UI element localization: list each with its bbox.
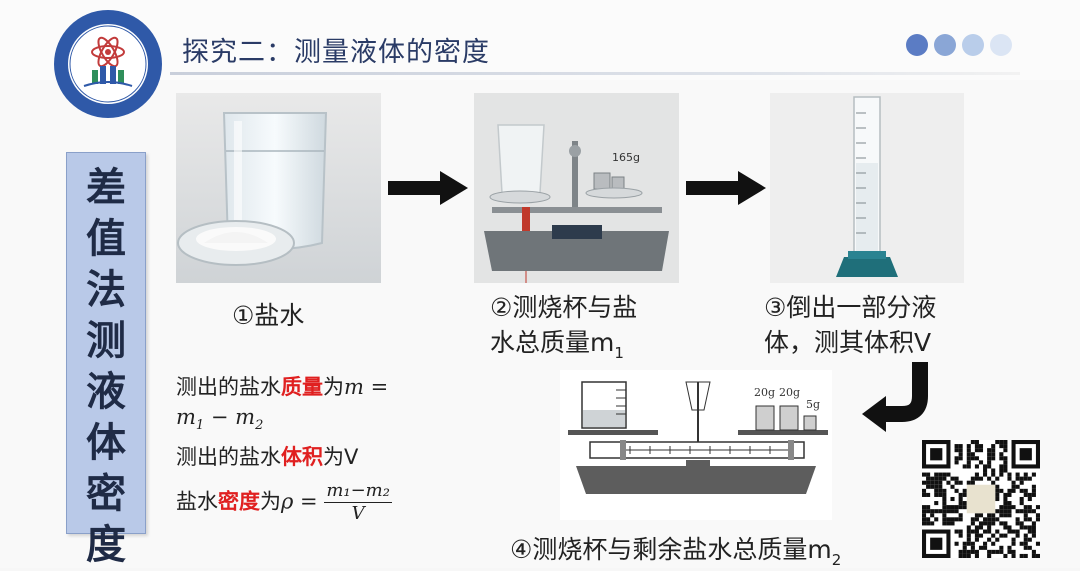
volume-formula: 测出的盐水体积为V [176, 442, 476, 472]
weight-165-label: 165g [612, 151, 640, 164]
mass-variable: m = [344, 375, 388, 399]
volume-text: 为V [323, 445, 358, 469]
decor-dot [906, 34, 928, 56]
balance-photo: 165g 1.2g [474, 93, 679, 283]
step2-line2: 水总质量m1 [490, 325, 637, 364]
step1-caption: ①盐水 [232, 298, 304, 333]
method-title-char: 值 [67, 214, 145, 265]
step3-line1: ③倒出一部分液 [764, 290, 936, 325]
weight-5g-label: 5g [806, 398, 820, 411]
method-title-char: 度 [67, 520, 145, 571]
method-title-char: 密 [67, 469, 145, 520]
volume-text: 测出的盐水 [176, 445, 281, 469]
method-panel: 差值法测液体密度 [66, 152, 146, 534]
density-text: 盐水 [176, 490, 218, 514]
method-title: 差值法测液体密度 [67, 163, 145, 571]
formula-block: 测出的盐水质量为m = m1 − m2 测出的盐水体积为V 盐水密度为ρ = m… [176, 372, 476, 525]
volume-keyword: 体积 [281, 445, 323, 469]
mass-text: 测出的盐水 [176, 375, 281, 399]
mass-text: 为 [323, 375, 344, 399]
saltwater-photo [176, 93, 381, 283]
arrow-right-icon [686, 171, 766, 205]
step3-line2: 体，测其体积V [764, 325, 936, 360]
curved-arrow-icon [858, 362, 940, 440]
balance-diagram: 20g 20g 5g [560, 370, 832, 520]
density-keyword: 密度 [218, 490, 260, 514]
m1-subscript: 1 [196, 418, 204, 433]
step4-text: ④测烧杯与剩余盐水总质量m [510, 535, 832, 564]
step4-subscript: 2 [832, 551, 842, 569]
fraction-denominator: V [324, 503, 392, 525]
method-title-char: 测 [67, 316, 145, 367]
m2-subscript: 2 [255, 418, 263, 433]
method-title-char: 法 [67, 265, 145, 316]
qr-code[interactable] [922, 440, 1040, 558]
fraction-numerator: m₁−m₂ [324, 480, 392, 503]
title-underline [170, 72, 1020, 75]
method-title-char: 差 [67, 163, 145, 214]
decor-dot [962, 34, 984, 56]
weight-20g-label: 20g [779, 386, 800, 399]
method-title-char: 液 [67, 367, 145, 418]
density-variable: ρ = [281, 490, 318, 514]
step2-line1: ②测烧杯与盐 [490, 290, 637, 325]
school-logo [52, 8, 164, 120]
decor-dot [934, 34, 956, 56]
step3-caption: ③倒出一部分液 体，测其体积V [764, 290, 936, 360]
weight-20g-label: 20g [754, 386, 775, 399]
m2-variable: − m [204, 405, 255, 429]
mass-keyword: 质量 [281, 375, 323, 399]
method-title-char: 体 [67, 418, 145, 469]
step2-caption: ②测烧杯与盐 水总质量m1 [490, 290, 637, 364]
arrow-right-icon [388, 171, 468, 205]
page-title: 探究二：测量液体的密度 [182, 30, 490, 69]
density-text: 为 [260, 490, 281, 514]
mass-formula-rhs: m1 − m2 [176, 402, 476, 436]
decor-dot [990, 34, 1012, 56]
mass-formula: 测出的盐水质量为m = [176, 372, 476, 402]
step2-line2-text: 水总质量m [490, 328, 614, 357]
cylinder-photo [770, 93, 964, 283]
step4-caption: ④测烧杯与剩余盐水总质量m2 [510, 532, 841, 571]
m1-variable: m [176, 405, 196, 429]
step2-subscript: 1 [614, 344, 624, 362]
